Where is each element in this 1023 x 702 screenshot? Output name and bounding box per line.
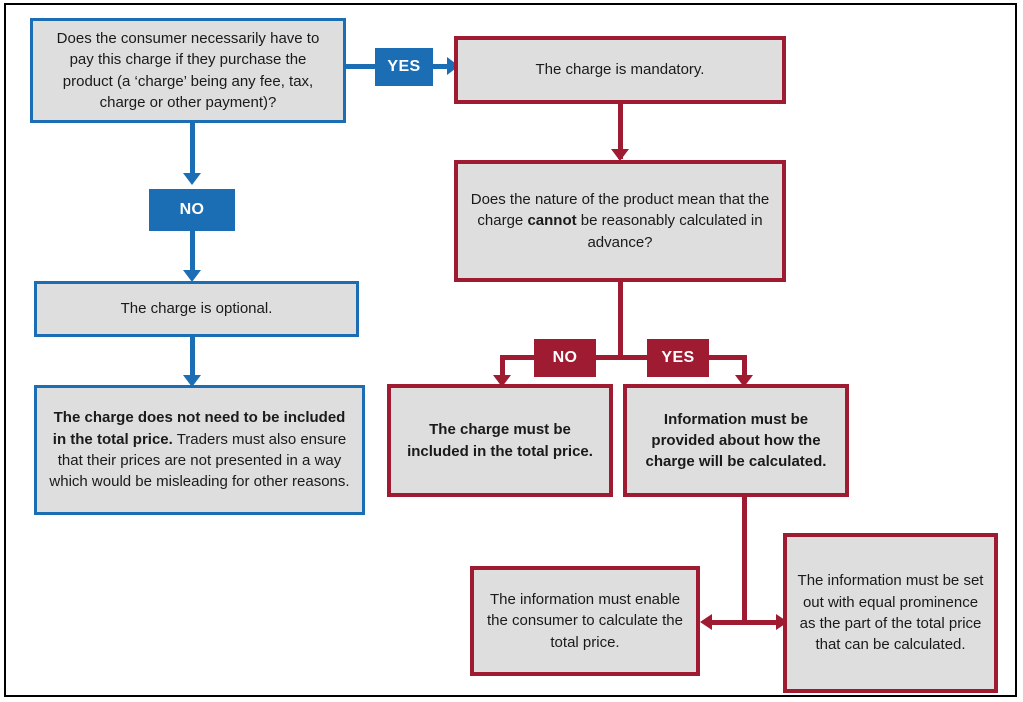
connector-q1-to-yes bbox=[345, 64, 375, 69]
label-yes-middle-text: YES bbox=[661, 349, 695, 366]
node-information-must-be-provided-label: Information must be provided about how t… bbox=[645, 410, 827, 471]
node-question-mandatory-charge[interactable]: Does the consumer necessarily have to pa… bbox=[30, 18, 346, 123]
connector-no-to-optional bbox=[190, 231, 195, 278]
node-information-enable-consumer-label: The information must enable the consumer… bbox=[487, 591, 683, 651]
connector-yes-to-mandatory bbox=[432, 64, 453, 69]
arrowhead-no-to-optional bbox=[183, 270, 201, 282]
label-yes-top-text: YES bbox=[387, 58, 421, 75]
node-charge-not-need-included-label: The charge does not need to be included … bbox=[37, 407, 362, 492]
arrowhead-optional-to-result bbox=[183, 375, 201, 387]
diagram-frame: Does the consumer necessarily have to pa… bbox=[4, 3, 1017, 697]
connector-info-stem bbox=[742, 497, 747, 622]
label-no-left[interactable]: NO bbox=[149, 189, 235, 231]
node-charge-must-be-included-label: The charge must be included in the total… bbox=[407, 421, 593, 460]
connector-bidirectional-bar bbox=[712, 620, 782, 625]
node-charge-must-be-included[interactable]: The charge must be included in the total… bbox=[387, 384, 613, 497]
node-information-must-be-provided[interactable]: Information must be provided about how t… bbox=[623, 384, 849, 497]
connector-q1-to-no bbox=[190, 123, 195, 177]
connector-no-drop bbox=[500, 355, 505, 383]
node-charge-is-mandatory-label: The charge is mandatory. bbox=[535, 61, 705, 79]
node-information-equal-prominence[interactable]: The information must be set out with equ… bbox=[783, 533, 998, 693]
q2-text-post: be reasonably calculated in advance? bbox=[576, 212, 763, 251]
node-charge-is-optional[interactable]: The charge is optional. bbox=[34, 281, 359, 337]
node-information-equal-prominence-label: The information must be set out with equ… bbox=[797, 572, 984, 654]
label-yes-top[interactable]: YES bbox=[375, 48, 433, 86]
node-charge-is-mandatory[interactable]: The charge is mandatory. bbox=[454, 36, 786, 104]
q2-text-pre: Does the nature of the product mean that… bbox=[470, 191, 770, 230]
label-no-left-text: NO bbox=[179, 201, 205, 218]
result-regular-part: Traders must also ensure that their pric… bbox=[49, 430, 350, 491]
arrowhead-q1-to-no bbox=[183, 173, 201, 185]
connector-yes-drop bbox=[742, 355, 747, 383]
node-charge-is-optional-label: The charge is optional. bbox=[120, 300, 273, 318]
connector-optional-to-result bbox=[190, 337, 195, 383]
node-question-cannot-calculate[interactable]: Does the nature of the product mean that… bbox=[454, 160, 786, 282]
connector-q2-stem bbox=[618, 282, 623, 357]
arrowhead-bidir-left bbox=[700, 614, 712, 630]
node-question-mandatory-charge-label: Does the consumer necessarily have to pa… bbox=[56, 29, 320, 111]
label-no-middle-text: NO bbox=[552, 349, 578, 366]
label-yes-middle[interactable]: YES bbox=[647, 339, 709, 377]
node-charge-not-need-included[interactable]: The charge does not need to be included … bbox=[34, 385, 365, 515]
q2-text-bold: cannot bbox=[527, 212, 577, 230]
node-information-enable-consumer[interactable]: The information must enable the consumer… bbox=[470, 566, 700, 676]
arrowhead-mandatory-to-q2 bbox=[611, 149, 629, 161]
label-no-middle[interactable]: NO bbox=[534, 339, 596, 377]
connector-mandatory-to-q2 bbox=[618, 104, 623, 159]
node-question-cannot-calculate-label: Does the nature of the product mean that… bbox=[458, 189, 782, 253]
result-bold-part: The charge does not need to be included … bbox=[52, 409, 346, 448]
